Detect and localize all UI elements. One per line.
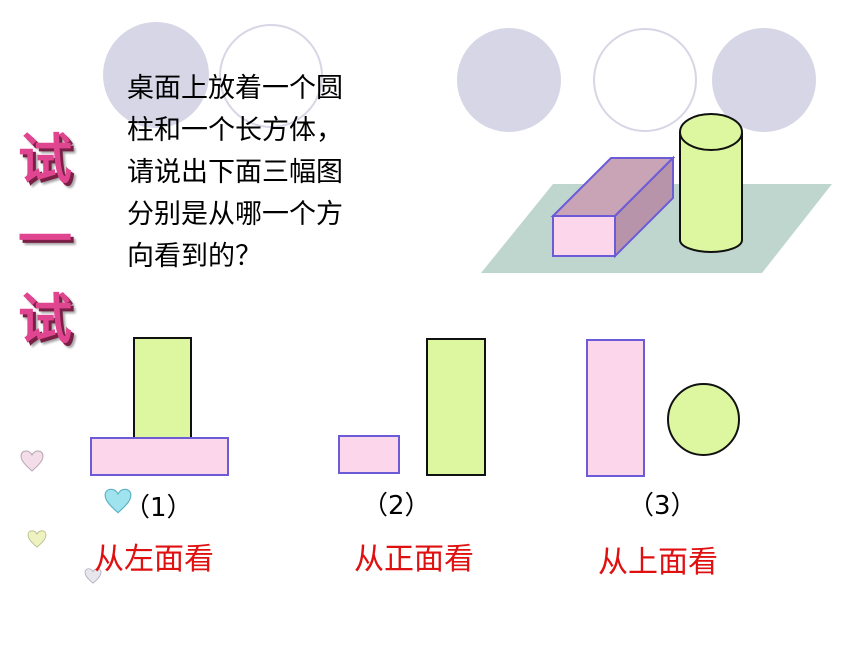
question-line: 分别是从哪一个方: [127, 199, 343, 230]
side-title-char-1: 试: [18, 127, 72, 191]
decor-circle-4: [593, 28, 697, 132]
decor-circle-1: [103, 22, 209, 128]
question-line: 向看到的？: [127, 241, 262, 272]
side-title-char-3: 试: [18, 287, 72, 351]
view1-caption: （1）: [124, 493, 193, 523]
view2-cylinder-rect: [426, 338, 486, 476]
decor-circle-3: [457, 28, 561, 132]
view2-caption: （2）: [362, 491, 431, 521]
decor-circle-2: [219, 24, 323, 128]
heart-icon: [104, 488, 132, 514]
heart-icon: [27, 530, 47, 548]
view1-answer-label: 从左面看: [94, 542, 214, 577]
question-line: 柱和一个长方体，: [127, 115, 343, 146]
question-line: 桌面上放着一个圆: [127, 73, 343, 104]
view3-box-rect: [586, 339, 645, 477]
scene-illustration: [481, 113, 832, 273]
question-text: 桌面上放着一个圆 柱和一个长方体， 请说出下面三幅图 分别是从哪一个方 向看到的…: [127, 68, 427, 278]
question-line: 请说出下面三幅图: [127, 157, 343, 188]
cylinder-top: [679, 113, 743, 151]
view1-cylinder-rect: [133, 337, 192, 439]
view3-caption: （3）: [628, 491, 697, 521]
view1-box-rect: [90, 437, 229, 476]
view2-answer-label: 从正面看: [354, 542, 474, 577]
view3-cylinder-circle: [667, 383, 740, 456]
view3-answer-label: 从上面看: [598, 545, 718, 580]
heart-icon: [84, 568, 102, 584]
view2-box-rect: [338, 435, 400, 474]
heart-icon: [20, 450, 44, 472]
side-title-char-2: 一: [18, 207, 72, 271]
decor-circle-5: [712, 28, 816, 132]
cylinder-body: [679, 132, 743, 253]
box-front-face: [552, 215, 616, 257]
